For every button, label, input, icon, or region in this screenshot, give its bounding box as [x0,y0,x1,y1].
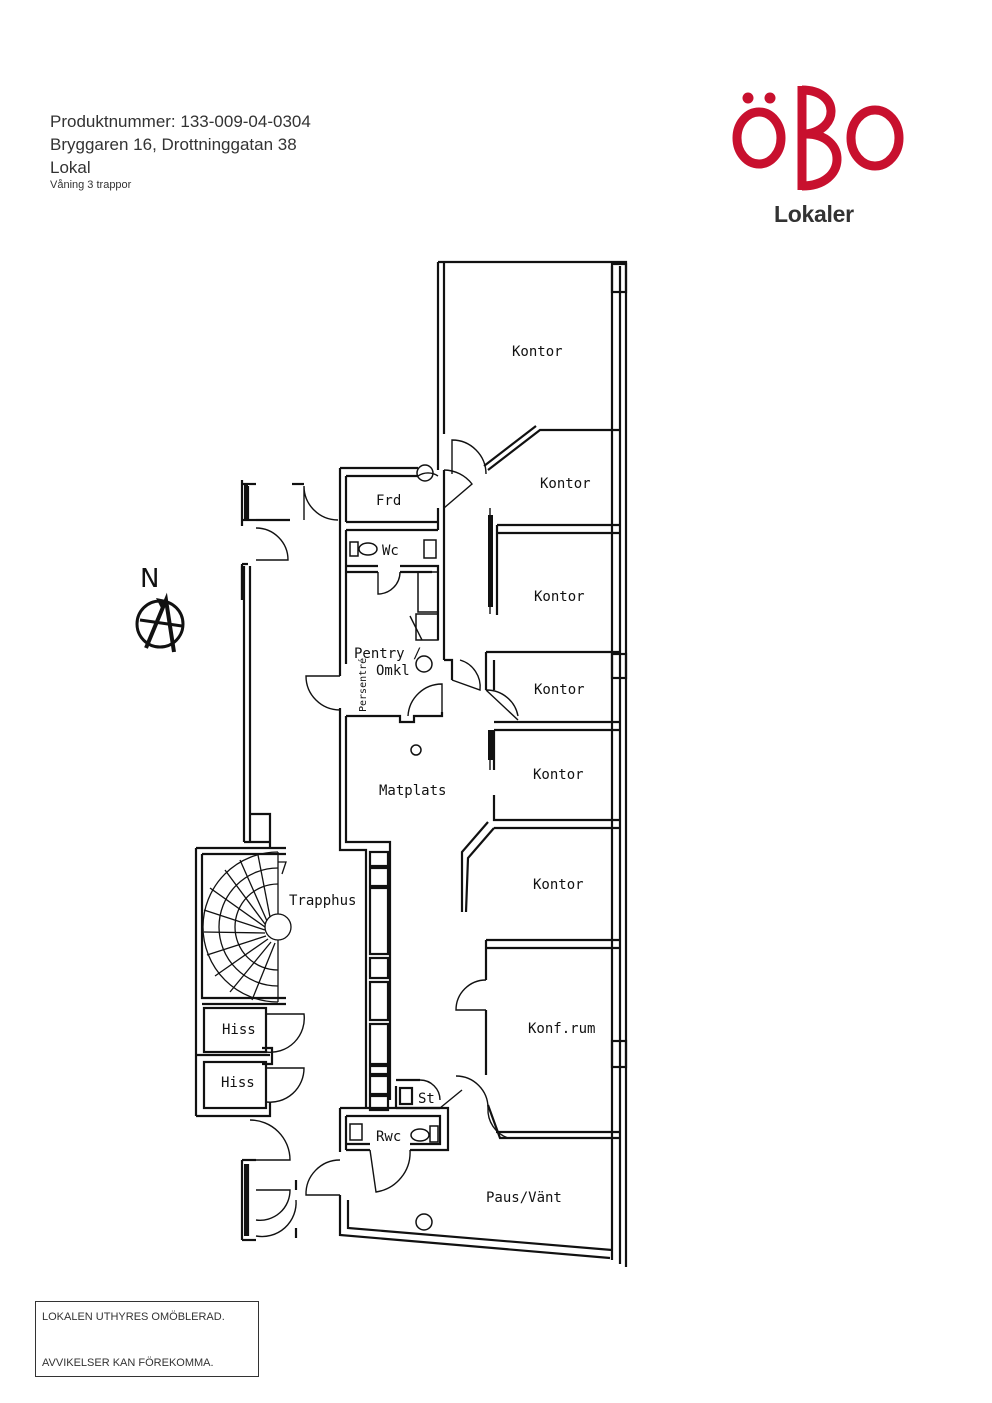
header: Produktnummer: 133-009-04-0304 Bryggaren… [50,110,311,192]
room-kontor-2: Kontor [540,476,591,492]
logo-subtitle: Lokaler [774,201,854,227]
obo-logo [732,85,904,191]
room-frd: Frd [376,493,401,509]
compass-icon [135,592,185,653]
room-rwc: Rwc [376,1129,401,1145]
notice-box: LOKALEN UTHYRES OMÖBLERAD. AVVIKELSER KA… [35,1301,259,1377]
room-trapphus: Trapphus [289,893,356,909]
room-st: St [418,1091,435,1107]
product-number: Produktnummer: 133-009-04-0304 [50,112,311,131]
room-kontor-3: Kontor [534,589,585,605]
room-konf: Konf.rum [528,1021,595,1037]
room-kontor-5: Kontor [533,767,584,783]
room-hiss-2: Hiss [221,1075,255,1091]
floor-label: Våning 3 trappor [50,179,132,191]
notice-unfurnished: LOKALEN UTHYRES OMÖBLERAD. [42,1311,225,1323]
notice-deviations: AVVIKELSER KAN FÖREKOMMA. [42,1357,214,1369]
room-pentry: Pentry / [354,646,421,662]
room-omkl: Omkl [376,663,410,679]
room-hiss-1: Hiss [222,1022,256,1038]
room-paus: Paus/Vänt [486,1190,562,1206]
room-wc: Wc [382,543,399,559]
room-persentre: Persentré [357,658,369,712]
property-type: Lokal [50,158,91,177]
address: Bryggaren 16, Drottninggatan 38 [50,135,297,154]
room-kontor-4: Kontor [534,682,585,698]
room-kontor-1: Kontor [512,344,563,360]
room-matplats: Matplats [379,783,446,799]
compass-label: N [140,564,159,594]
room-kontor-6: Kontor [533,877,584,893]
